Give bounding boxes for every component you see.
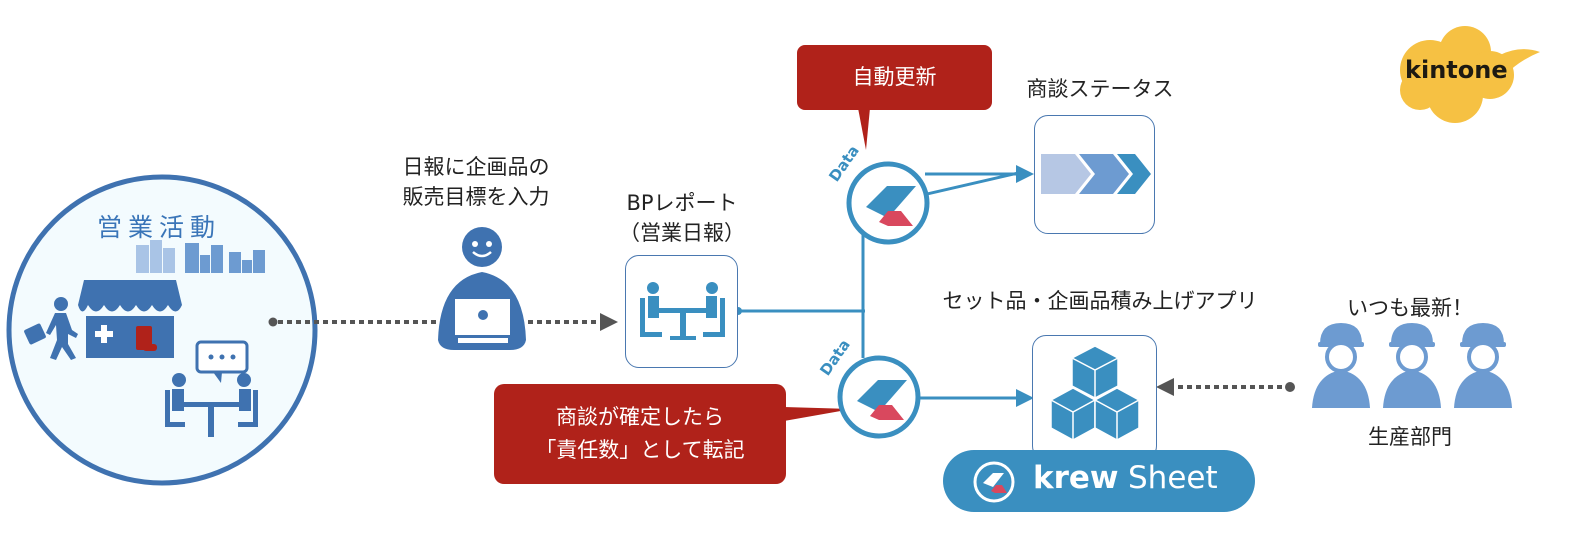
bp-report-label-line1: BPレポート <box>626 191 738 215</box>
bp-report-label-line2: （営業日報） <box>619 221 745 245</box>
callout-auto-update: 自動更新 <box>852 65 937 89</box>
callout-transfer-shape <box>494 384 852 484</box>
sales-activity-title: 営業活動 <box>97 213 222 242</box>
dotted-connector-sales-to-input <box>268 317 444 327</box>
dotted-connector-production-to-stack <box>1156 378 1295 396</box>
krewsheet-label-bold: krew <box>1033 460 1119 496</box>
status-app-label: 商談ステータス <box>1026 77 1174 101</box>
callout-transfer: 商談が確定したら 「責任数」として転記 <box>494 401 786 467</box>
worker-3 <box>1454 323 1512 408</box>
production-workers-icon <box>1312 323 1512 408</box>
worker-2 <box>1383 323 1441 408</box>
krew-data-node-1 <box>846 161 930 245</box>
krewsheet-label-light: Sheet <box>1128 460 1218 496</box>
kintone-logo-text: kintone <box>1405 56 1508 84</box>
callout-auto-update-shape <box>797 45 992 150</box>
person-with-laptop-icon <box>438 227 526 350</box>
input-step-label-line2: 販売目標を入力 <box>402 185 550 209</box>
arrow-to-stack-app <box>918 389 1034 407</box>
bp-report-label: BPレポート （営業日報） <box>592 188 772 248</box>
buildings-icon <box>136 240 265 273</box>
callout-transfer-line1: 商談が確定したら <box>556 405 724 429</box>
stack-app-label: セット品・企画品積み上げアプリ <box>942 289 1258 313</box>
worker-1 <box>1312 323 1370 408</box>
meeting-table-icon <box>640 282 725 340</box>
input-step-label-line1: 日報に企画品の <box>402 155 550 179</box>
pharmacy-store-icon <box>78 280 182 358</box>
status-app-card[interactable] <box>1034 115 1155 234</box>
production-department-label: 生産部門 <box>1368 425 1452 449</box>
krewsheet-badge: krew Sheet <box>943 450 1255 512</box>
salesperson-walking-icon <box>24 297 78 360</box>
production-top-label: いつも最新！ <box>1347 296 1473 320</box>
stack-app-card[interactable] <box>1032 335 1157 460</box>
meeting-chat-icon <box>165 340 258 437</box>
stacked-boxes-icon <box>1050 345 1140 441</box>
callout-transfer-line2: 「責任数」として転記 <box>535 438 745 462</box>
input-step-label: 日報に企画品の 販売目標を入力 <box>386 152 566 212</box>
kintone-cloud-logo <box>1400 26 1540 123</box>
bp-report-app-card[interactable] <box>625 255 738 368</box>
dotted-connector-input-to-report <box>528 313 618 331</box>
krew-logo-icon <box>973 461 1015 503</box>
process-chevrons-icon <box>1041 154 1151 194</box>
krew-data-node-2 <box>837 355 921 439</box>
arrow-to-status-app <box>925 165 1034 183</box>
